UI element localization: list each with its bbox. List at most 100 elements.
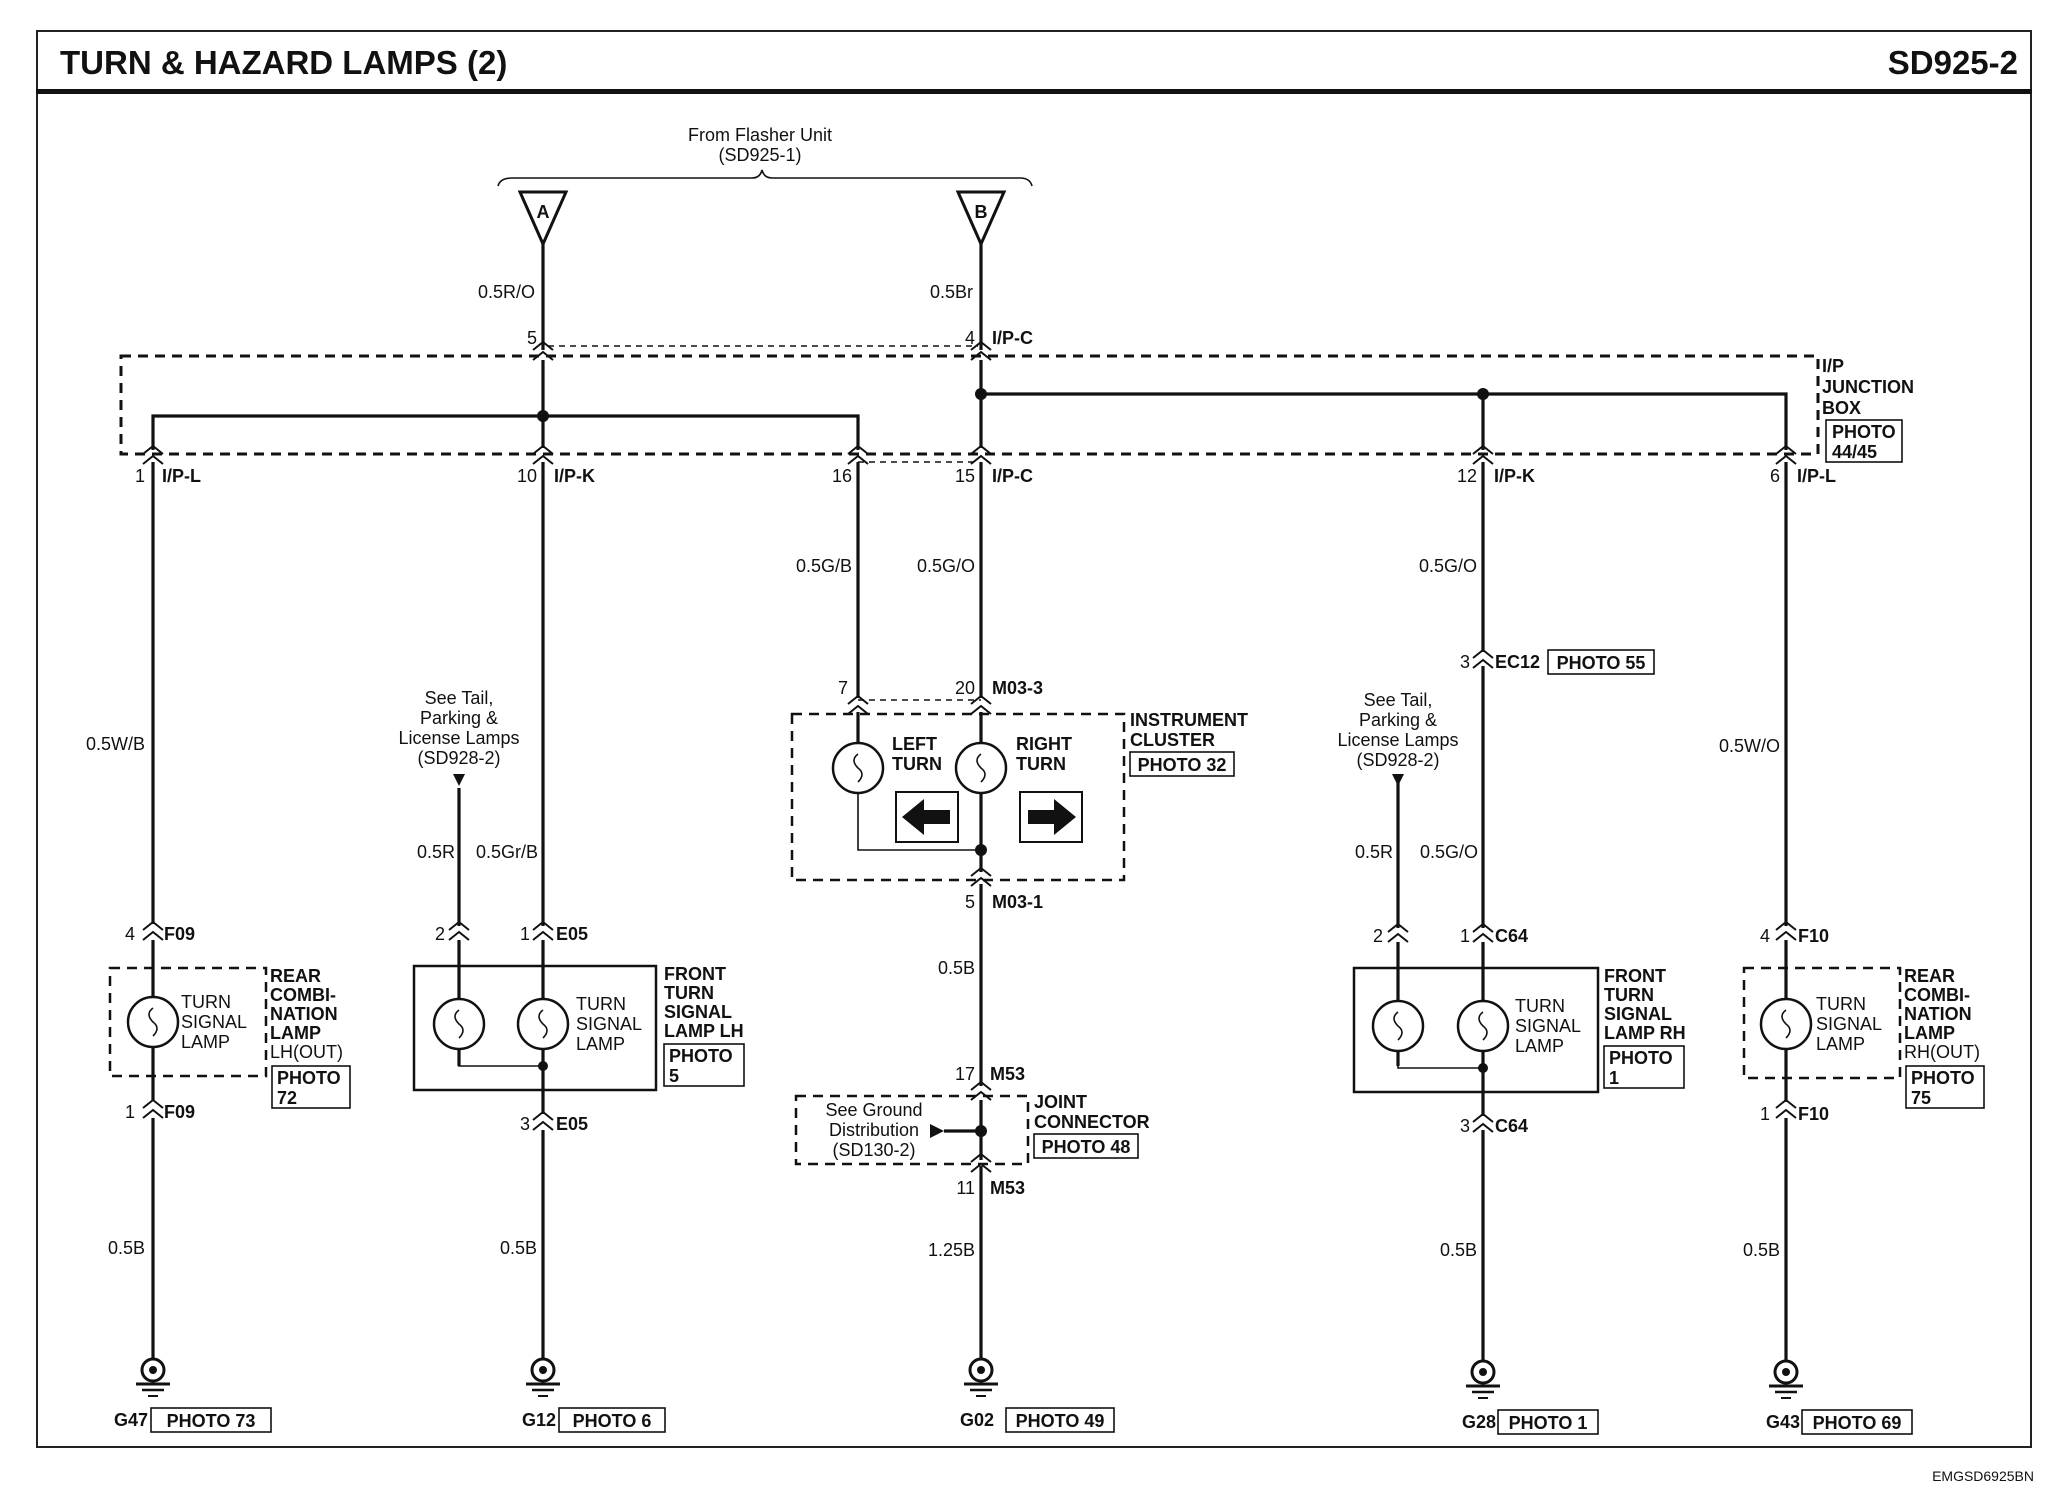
left-arrow-icon bbox=[902, 799, 950, 835]
connector-chevron bbox=[970, 1080, 992, 1101]
tag-a-label: A bbox=[537, 202, 550, 222]
wire-label-rear-rh: 0.5W/O bbox=[1719, 736, 1780, 756]
left-turn-label-2: TURN bbox=[892, 754, 942, 774]
junction-box-label-1: I/P bbox=[1822, 356, 1844, 376]
grounds: G47 PHOTO 73 G12 PHOTO 6 G02 PHOTO 49 G2… bbox=[114, 1357, 1913, 1435]
svg-text:Parking &: Parking & bbox=[420, 708, 498, 728]
flasher-source: From Flasher Unit (SD925-1) A B bbox=[497, 125, 1033, 248]
component-label-4: LAMP bbox=[1904, 1023, 1955, 1043]
pin-ic-5: 5 bbox=[965, 892, 975, 912]
connector-f10-top: F10 bbox=[1798, 926, 1829, 946]
component-label-3: NATION bbox=[270, 1004, 338, 1024]
pin-c64-1: 1 bbox=[1460, 926, 1470, 946]
component-label-1: FRONT bbox=[664, 964, 726, 984]
footer-code: EMGSD6925BN bbox=[1932, 1468, 2034, 1484]
lamp-label-3: LAMP bbox=[576, 1034, 625, 1054]
connector-chevron bbox=[1775, 1098, 1797, 1119]
svg-text:License Lamps: License Lamps bbox=[1337, 730, 1458, 750]
ground-g02: G02 PHOTO 49 bbox=[960, 1357, 1115, 1433]
ground-photo: PHOTO 6 bbox=[573, 1411, 652, 1431]
pin-6: 6 bbox=[1770, 466, 1780, 486]
ground-g28: G28 PHOTO 1 bbox=[1462, 1359, 1599, 1435]
component-label-2: TURN bbox=[1604, 985, 1654, 1005]
connector-chevron bbox=[1472, 444, 1494, 465]
ground-note-3: (SD130-2) bbox=[832, 1140, 915, 1160]
right-turn-label-2: TURN bbox=[1016, 754, 1066, 774]
source-brace bbox=[497, 169, 1033, 187]
pin-m53-11: 11 bbox=[956, 1178, 975, 1198]
photo-label-2: 5 bbox=[669, 1066, 679, 1086]
lamp-label-2: SIGNAL bbox=[576, 1014, 642, 1034]
lamp-label-3: LAMP bbox=[1816, 1034, 1865, 1054]
junction-box-outline bbox=[119, 354, 1820, 456]
pin-15: 15 bbox=[955, 466, 975, 486]
wire-label-cluster-left: 0.5G/B bbox=[796, 556, 852, 576]
svg-text:License Lamps: License Lamps bbox=[398, 728, 519, 748]
connector-chevron bbox=[847, 444, 869, 465]
lamp-label-2: SIGNAL bbox=[1515, 1016, 1581, 1036]
connector-chevron bbox=[1775, 920, 1797, 941]
connector-ipk-left: I/P-K bbox=[554, 466, 595, 486]
connector-c64-top: C64 bbox=[1495, 926, 1528, 946]
connector-chevron bbox=[1472, 648, 1494, 669]
ec12-photo: PHOTO 55 bbox=[1557, 653, 1646, 673]
connector-chevron bbox=[1472, 1112, 1494, 1133]
ground-g47: G47 PHOTO 73 bbox=[114, 1357, 272, 1433]
wire-label-front-rh-in: 0.5G/O bbox=[1419, 556, 1477, 576]
component-label-3: NATION bbox=[1904, 1004, 1972, 1024]
ground-photo: PHOTO 73 bbox=[167, 1411, 256, 1431]
svg-text:Parking &: Parking & bbox=[1359, 710, 1437, 730]
connector-chevron bbox=[532, 920, 554, 941]
junction-box-label-2: JUNCTION bbox=[1822, 377, 1914, 397]
pin-5: 5 bbox=[527, 328, 537, 348]
wire-label-g28: 0.5B bbox=[1440, 1240, 1477, 1260]
junction-box-photo-box bbox=[1825, 419, 1903, 463]
joint-photo: PHOTO 48 bbox=[1042, 1137, 1131, 1157]
header-bar: TURN & HAZARD LAMPS (2) SD925-2 bbox=[36, 30, 2032, 94]
ground-photo: PHOTO 1 bbox=[1509, 1413, 1588, 1433]
component-label-4: LAMP RH bbox=[1604, 1023, 1686, 1043]
connector-ipc-mid: I/P-C bbox=[992, 466, 1033, 486]
source-label-line2: (SD925-1) bbox=[718, 145, 801, 165]
component-label-5: RH(OUT) bbox=[1904, 1042, 1980, 1062]
pin-f10-top: 4 bbox=[1760, 926, 1770, 946]
connector-chevron bbox=[532, 1110, 554, 1131]
wire-label-front-rh: 0.5G/O bbox=[1420, 842, 1478, 862]
connector-chevron bbox=[970, 340, 992, 361]
pin-f09-top: 4 bbox=[125, 924, 135, 944]
svg-text:See Tail,: See Tail, bbox=[1364, 690, 1433, 710]
front-turn-signal-lamp-rh: TURN SIGNAL LAMP FRONT TURN SIGNAL LAMP … bbox=[1352, 966, 1686, 1094]
connector-chevron bbox=[448, 920, 470, 941]
ground-icon bbox=[1464, 1359, 1502, 1400]
connector-ipk-right: I/P-K bbox=[1494, 466, 1535, 486]
component-label-4: LAMP bbox=[270, 1023, 321, 1043]
pin-e05-2: 2 bbox=[435, 924, 445, 944]
wire-label-cluster-out: 0.5B bbox=[938, 958, 975, 978]
ground-photo: PHOTO 49 bbox=[1016, 1411, 1105, 1431]
junction-box-photo-1: PHOTO bbox=[1832, 422, 1896, 442]
connector-m03-1: M03-1 bbox=[992, 892, 1043, 912]
svg-text:(SD928-2): (SD928-2) bbox=[1356, 750, 1439, 770]
photo-label-2: 72 bbox=[277, 1088, 297, 1108]
ground-note-1: See Ground bbox=[825, 1100, 922, 1120]
diagram-frame bbox=[36, 30, 2032, 1448]
connector-e05-bot: E05 bbox=[556, 1114, 588, 1134]
wire-label-cluster-right: 0.5G/O bbox=[917, 556, 975, 576]
lamp-label-1: TURN bbox=[1515, 996, 1565, 1016]
tail-lamps-note-right: See Tail, Parking & License Lamps (SD928… bbox=[1337, 690, 1458, 770]
right-arrow-icon bbox=[1028, 799, 1076, 835]
connector-chevron bbox=[970, 694, 992, 715]
pin-10: 10 bbox=[517, 466, 537, 486]
front-turn-signal-lamp-lh: TURN SIGNAL LAMP FRONT TURN SIGNAL LAMP … bbox=[412, 964, 745, 1092]
ground-id: G02 bbox=[960, 1410, 994, 1430]
tag-b-label: B bbox=[975, 202, 988, 222]
connector-ipl-right: I/P-L bbox=[1797, 466, 1836, 486]
pin-16: 16 bbox=[832, 466, 852, 486]
ground-id: G43 bbox=[1766, 1412, 1800, 1432]
wire-label-front-rh-tail: 0.5R bbox=[1355, 842, 1393, 862]
component-label-1: REAR bbox=[1904, 966, 1955, 986]
ground-id: G28 bbox=[1462, 1412, 1496, 1432]
connector-tag-a bbox=[517, 190, 569, 248]
pin-f09-bot: 1 bbox=[125, 1102, 135, 1122]
component-label-2: TURN bbox=[664, 983, 714, 1003]
